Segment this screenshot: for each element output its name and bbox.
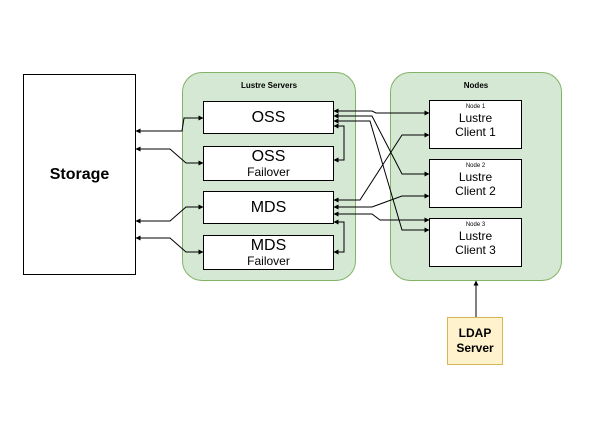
mds-failover-label: MDS: [250, 237, 287, 254]
client-node-label: Node 2: [465, 163, 486, 169]
client-line1: Lustre: [458, 229, 493, 243]
oss-failover-label: OSS: [251, 148, 286, 165]
nodes-title: Nodes: [463, 81, 489, 90]
client-line2: Client 2: [455, 184, 496, 198]
oss-box: OSS: [203, 101, 334, 134]
ldap-line1: LDAP: [458, 326, 492, 340]
client-line1: Lustre: [458, 111, 493, 125]
storage-label: Storage: [49, 165, 110, 183]
client-line2: Client 3: [455, 243, 496, 257]
client-line1: Lustre: [458, 170, 493, 184]
client-node-label: Node 3: [465, 222, 486, 228]
ldap-line2: Server: [456, 341, 494, 355]
mds-label: MDS: [250, 199, 287, 216]
mds-failover-box: MDS Failover: [203, 235, 334, 270]
mds-box: MDS: [203, 191, 334, 224]
lustre-servers-title: Lustre Servers: [240, 81, 298, 90]
client-node-1: Node 1 Lustre Client 1: [429, 100, 522, 149]
storage-box: Storage: [23, 74, 136, 275]
client-node-2: Node 2 Lustre Client 2: [429, 159, 522, 208]
oss-failover-box: OSS Failover: [203, 146, 334, 181]
oss-failover-sub: Failover: [247, 165, 290, 179]
client-node-label: Node 1: [465, 104, 486, 110]
client-line2: Client 1: [455, 125, 496, 139]
mds-failover-sub: Failover: [247, 254, 290, 268]
client-node-3: Node 3 Lustre Client 3: [429, 218, 522, 267]
oss-label: OSS: [251, 109, 286, 126]
ldap-server-box: LDAP Server: [447, 317, 503, 365]
